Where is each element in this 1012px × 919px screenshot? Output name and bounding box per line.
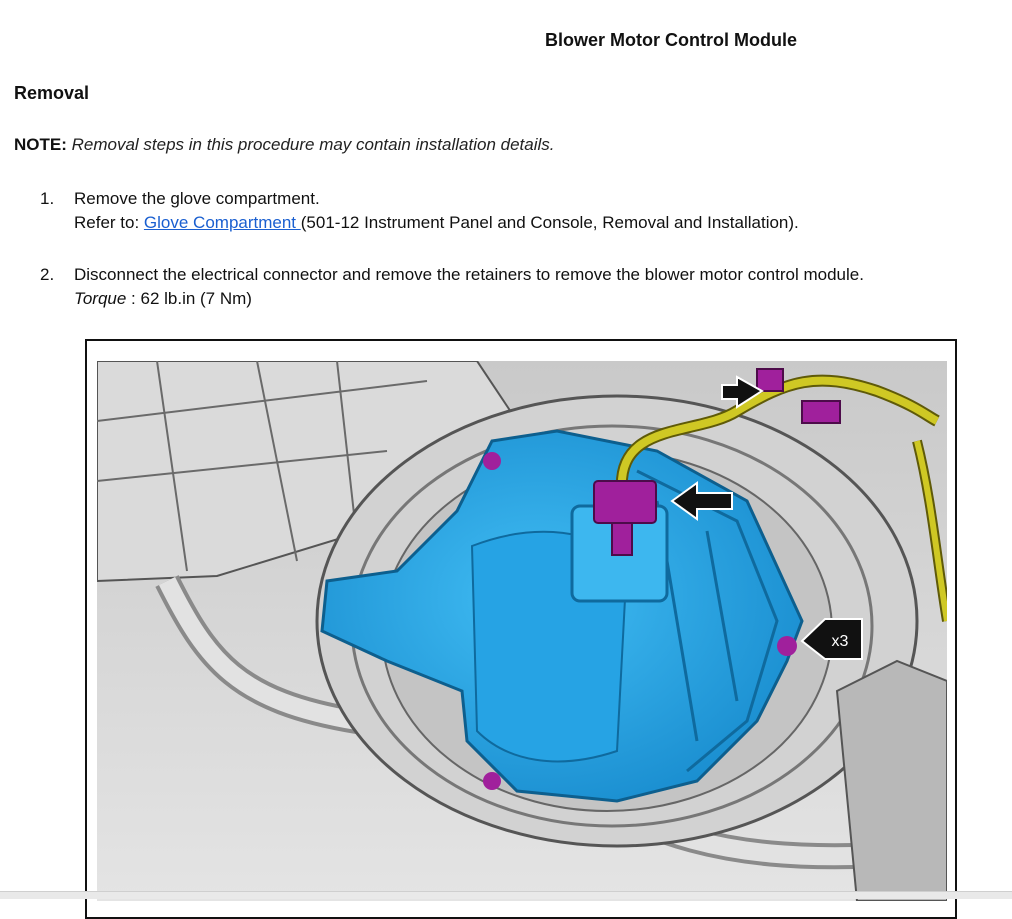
document-title: Blower Motor Control Module	[545, 30, 797, 50]
refer-prefix: Refer to:	[74, 213, 144, 232]
torque-separator: :	[126, 289, 141, 308]
harness-clip-2	[801, 400, 841, 424]
retainer-count-callout: x3	[832, 633, 849, 650]
blower-module-illustration: x3	[97, 361, 947, 901]
retainer-3	[483, 772, 501, 790]
connector-latch	[611, 522, 633, 556]
step-number: 1.	[40, 189, 55, 208]
duct-ribs	[97, 361, 428, 572]
arrow-harness-clip	[721, 375, 764, 409]
wiring-harness-right-highlight	[914, 440, 947, 622]
torque-label: Torque	[74, 289, 127, 308]
right-bracket	[835, 659, 947, 901]
procedure-illustration: x3	[85, 339, 957, 919]
viewer-bottom-bar	[0, 891, 1012, 899]
step-text: Disconnect the electrical connector and …	[74, 265, 864, 284]
refer-line: Refer to: Glove Compartment (501-12 Inst…	[74, 211, 799, 235]
torque-value: 62 lb.in (7 Nm)	[140, 289, 252, 308]
electrical-connector	[593, 480, 657, 524]
harness-clip-1	[756, 368, 784, 392]
step-text: Remove the glove compartment.	[74, 189, 320, 208]
step-number: 2.	[40, 265, 55, 284]
section-heading-removal: Removal	[14, 83, 90, 103]
refer-suffix: (501-12 Instrument Panel and Console, Re…	[300, 213, 799, 232]
note-text: Removal steps in this procedure may cont…	[71, 135, 555, 154]
retainer-2	[777, 636, 797, 656]
torque-line: Torque : 62 lb.in (7 Nm)	[74, 287, 864, 311]
note-label: NOTE:	[14, 135, 67, 154]
arrow-retainers: x3	[800, 618, 863, 660]
arrow-connector	[670, 481, 733, 521]
glove-compartment-link[interactable]: Glove Compartment	[143, 213, 301, 232]
retainer-1	[483, 452, 501, 470]
note: NOTE: Removal steps in this procedure ma…	[14, 135, 554, 155]
